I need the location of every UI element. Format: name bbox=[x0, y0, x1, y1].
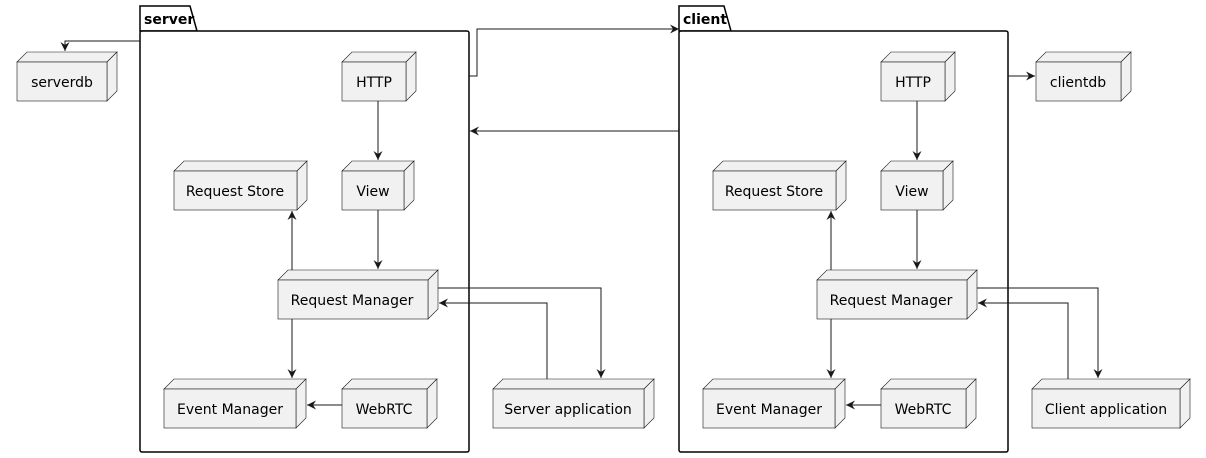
client-request-store-label: Request Store bbox=[725, 184, 823, 200]
server-request-store-label: Request Store bbox=[186, 184, 284, 200]
server-application-label: Server application bbox=[504, 402, 632, 418]
client-http-label: HTTP bbox=[895, 75, 931, 91]
server-view-node[interactable]: View bbox=[341, 160, 415, 211]
edge-server-to-serverdb bbox=[60, 40, 140, 51]
client-package: client bbox=[678, 5, 1009, 453]
client-package-label: client bbox=[683, 12, 727, 28]
server-event-manager-node[interactable]: Event Manager bbox=[163, 378, 307, 429]
client-webrtc-node[interactable]: WebRTC bbox=[880, 378, 977, 429]
server-event-manager-label: Event Manager bbox=[177, 402, 283, 418]
client-request-manager-node[interactable]: Request Manager bbox=[816, 269, 978, 320]
client-view-label: View bbox=[895, 184, 928, 200]
client-http-node[interactable]: HTTP bbox=[880, 51, 956, 102]
server-http-node[interactable]: HTTP bbox=[341, 51, 417, 102]
server-http-label: HTTP bbox=[356, 75, 392, 91]
edge-client-application-to-client-request-manager bbox=[978, 298, 1069, 379]
server-package: server bbox=[139, 5, 470, 453]
client-view-node[interactable]: View bbox=[880, 160, 954, 211]
client-event-manager-node[interactable]: Event Manager bbox=[702, 378, 846, 429]
server-application-node[interactable]: Server application bbox=[492, 378, 655, 429]
clientdb-label: clientdb bbox=[1050, 75, 1106, 91]
server-view-label: View bbox=[356, 184, 389, 200]
server-webrtc-label: WebRTC bbox=[356, 402, 413, 418]
edge-server-to-client bbox=[469, 24, 679, 77]
client-request-manager-label: Request Manager bbox=[830, 293, 953, 309]
client-event-manager-label: Event Manager bbox=[716, 402, 822, 418]
server-request-manager-label: Request Manager bbox=[291, 293, 414, 309]
client-application-node[interactable]: Client application bbox=[1031, 378, 1191, 429]
edge-client-request-manager-to-client-application bbox=[977, 287, 1103, 378]
client-request-store-node[interactable]: Request Store bbox=[712, 160, 847, 211]
server-request-manager-node[interactable]: Request Manager bbox=[277, 269, 439, 320]
edge-server-application-to-server-request-manager bbox=[439, 298, 548, 379]
client-application-label: Client application bbox=[1045, 402, 1167, 418]
clientdb-node[interactable]: clientdb bbox=[1035, 51, 1132, 102]
client-webrtc-label: WebRTC bbox=[895, 402, 952, 418]
server-package-label: server bbox=[144, 12, 194, 28]
serverdb-node[interactable]: serverdb bbox=[16, 51, 118, 102]
server-webrtc-node[interactable]: WebRTC bbox=[341, 378, 438, 429]
edge-server-request-manager-to-server-application bbox=[438, 287, 606, 378]
serverdb-label: serverdb bbox=[31, 75, 93, 91]
server-request-store-node[interactable]: Request Store bbox=[173, 160, 308, 211]
